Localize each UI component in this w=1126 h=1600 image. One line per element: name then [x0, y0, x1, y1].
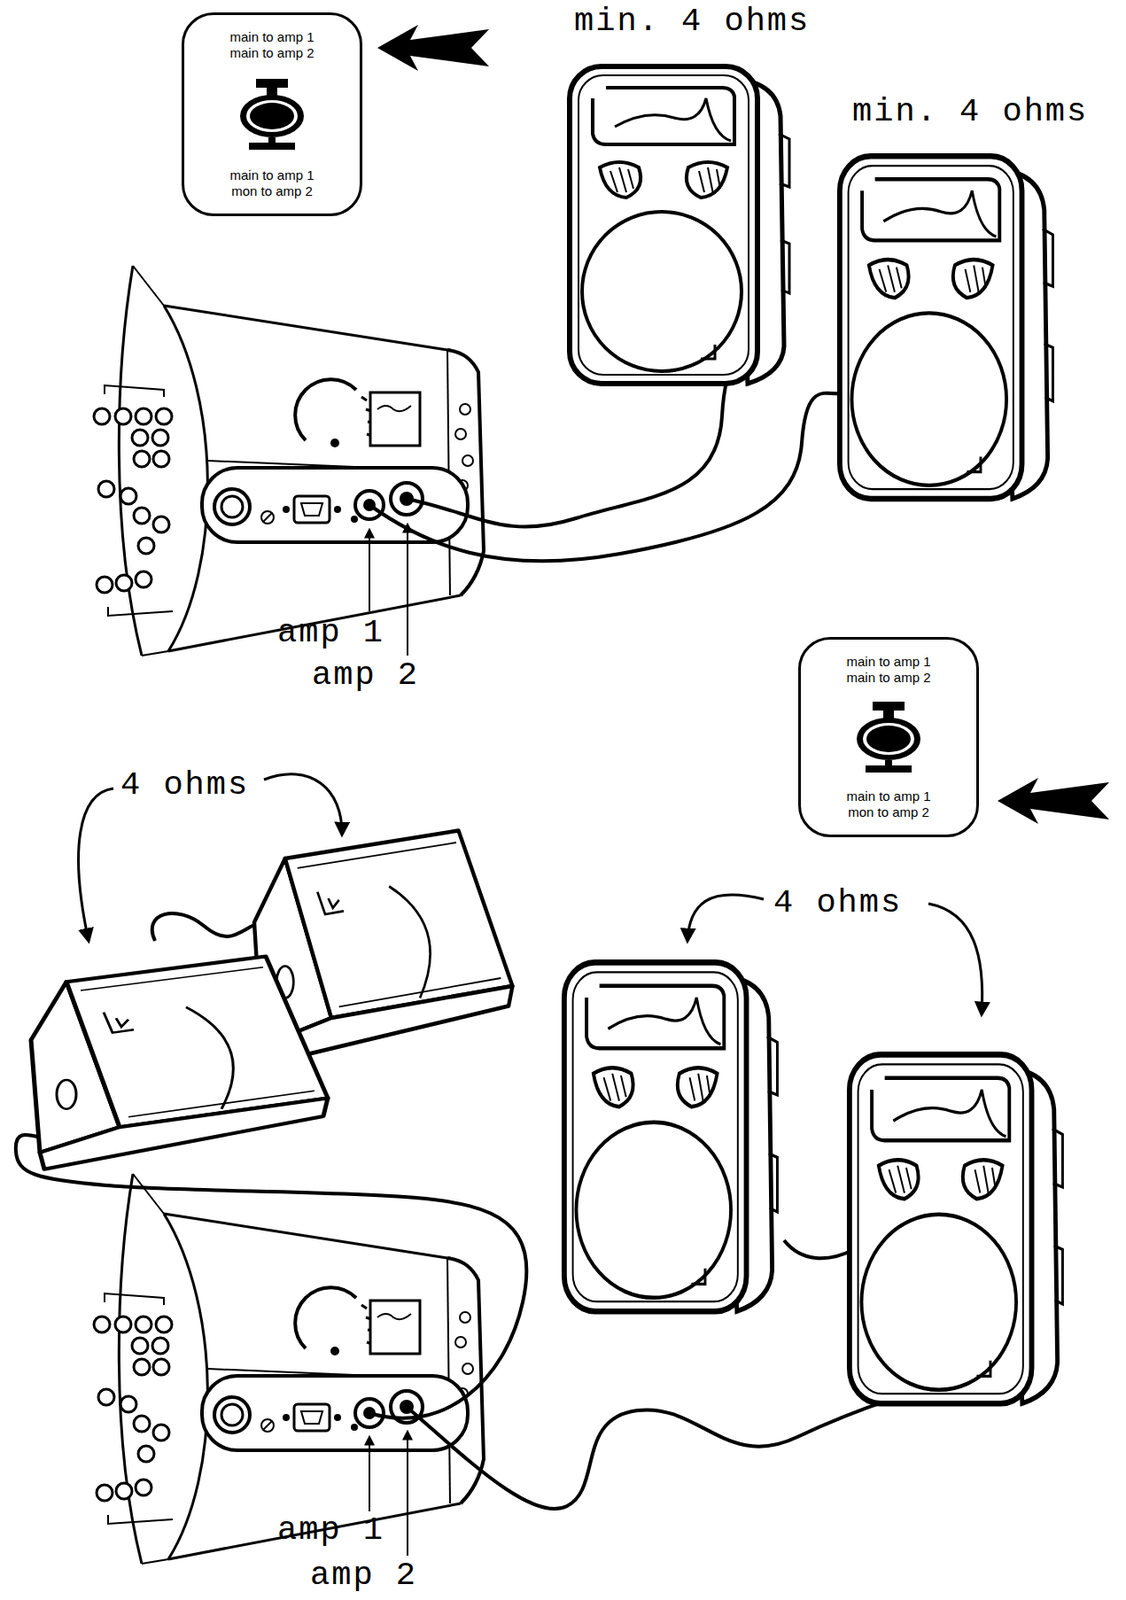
speaker [849, 1054, 1064, 1404]
pointer-arrow [687, 894, 764, 941]
impedance-or-output-label: amp 1 [277, 1512, 385, 1548]
pointer-arrow [997, 777, 1110, 824]
link-cable [152, 913, 262, 941]
leader-line [368, 529, 371, 612]
mixer [93, 1173, 484, 1564]
pointer-arrow [264, 774, 342, 835]
mixer [93, 265, 484, 656]
pointer-arrow [377, 24, 490, 71]
pointer-arrow [928, 903, 983, 1015]
impedance-or-output-label: amp 1 [277, 614, 385, 651]
switch-inset: main to amp 1 main to amp 2 main to amp 1… [181, 12, 363, 217]
impedance-or-output-label: 4 ohms [120, 767, 249, 803]
switch-position-label: main to amp 1 main to amp 2 [834, 653, 943, 686]
link-cable [784, 1240, 855, 1259]
leader-line [406, 1431, 409, 1556]
leader-line [368, 1436, 371, 1512]
bottom-setup [15, 774, 1110, 1564]
impedance-or-output-label: min. 4 ohms [852, 93, 1088, 130]
impedance-or-output-label: 4 ohms [773, 885, 902, 921]
switch-position-label: main to amp 1 mon to amp 2 [217, 167, 327, 200]
leader-line [406, 524, 409, 656]
speaker [839, 155, 1054, 499]
switch-inset: main to amp 1 main to amp 2 main to amp 1… [798, 636, 979, 838]
speaker [564, 962, 778, 1312]
monitor-cable [15, 1134, 528, 1419]
pointer-arrow [78, 788, 114, 941]
impedance-or-output-label: amp 2 [311, 657, 420, 693]
switch-position-label: main to amp 1 main to amp 2 [217, 29, 327, 62]
speaker [569, 66, 790, 384]
push-switch-symbol [227, 77, 317, 152]
switch-position-label: main to amp 1 mon to amp 2 [834, 788, 943, 821]
push-switch-symbol [844, 699, 933, 775]
impedance-or-output-label: min. 4 ohms [574, 3, 810, 39]
speaker-cable [369, 393, 847, 562]
stage-monitor [31, 956, 328, 1170]
impedance-or-output-label: amp 2 [310, 1557, 418, 1593]
